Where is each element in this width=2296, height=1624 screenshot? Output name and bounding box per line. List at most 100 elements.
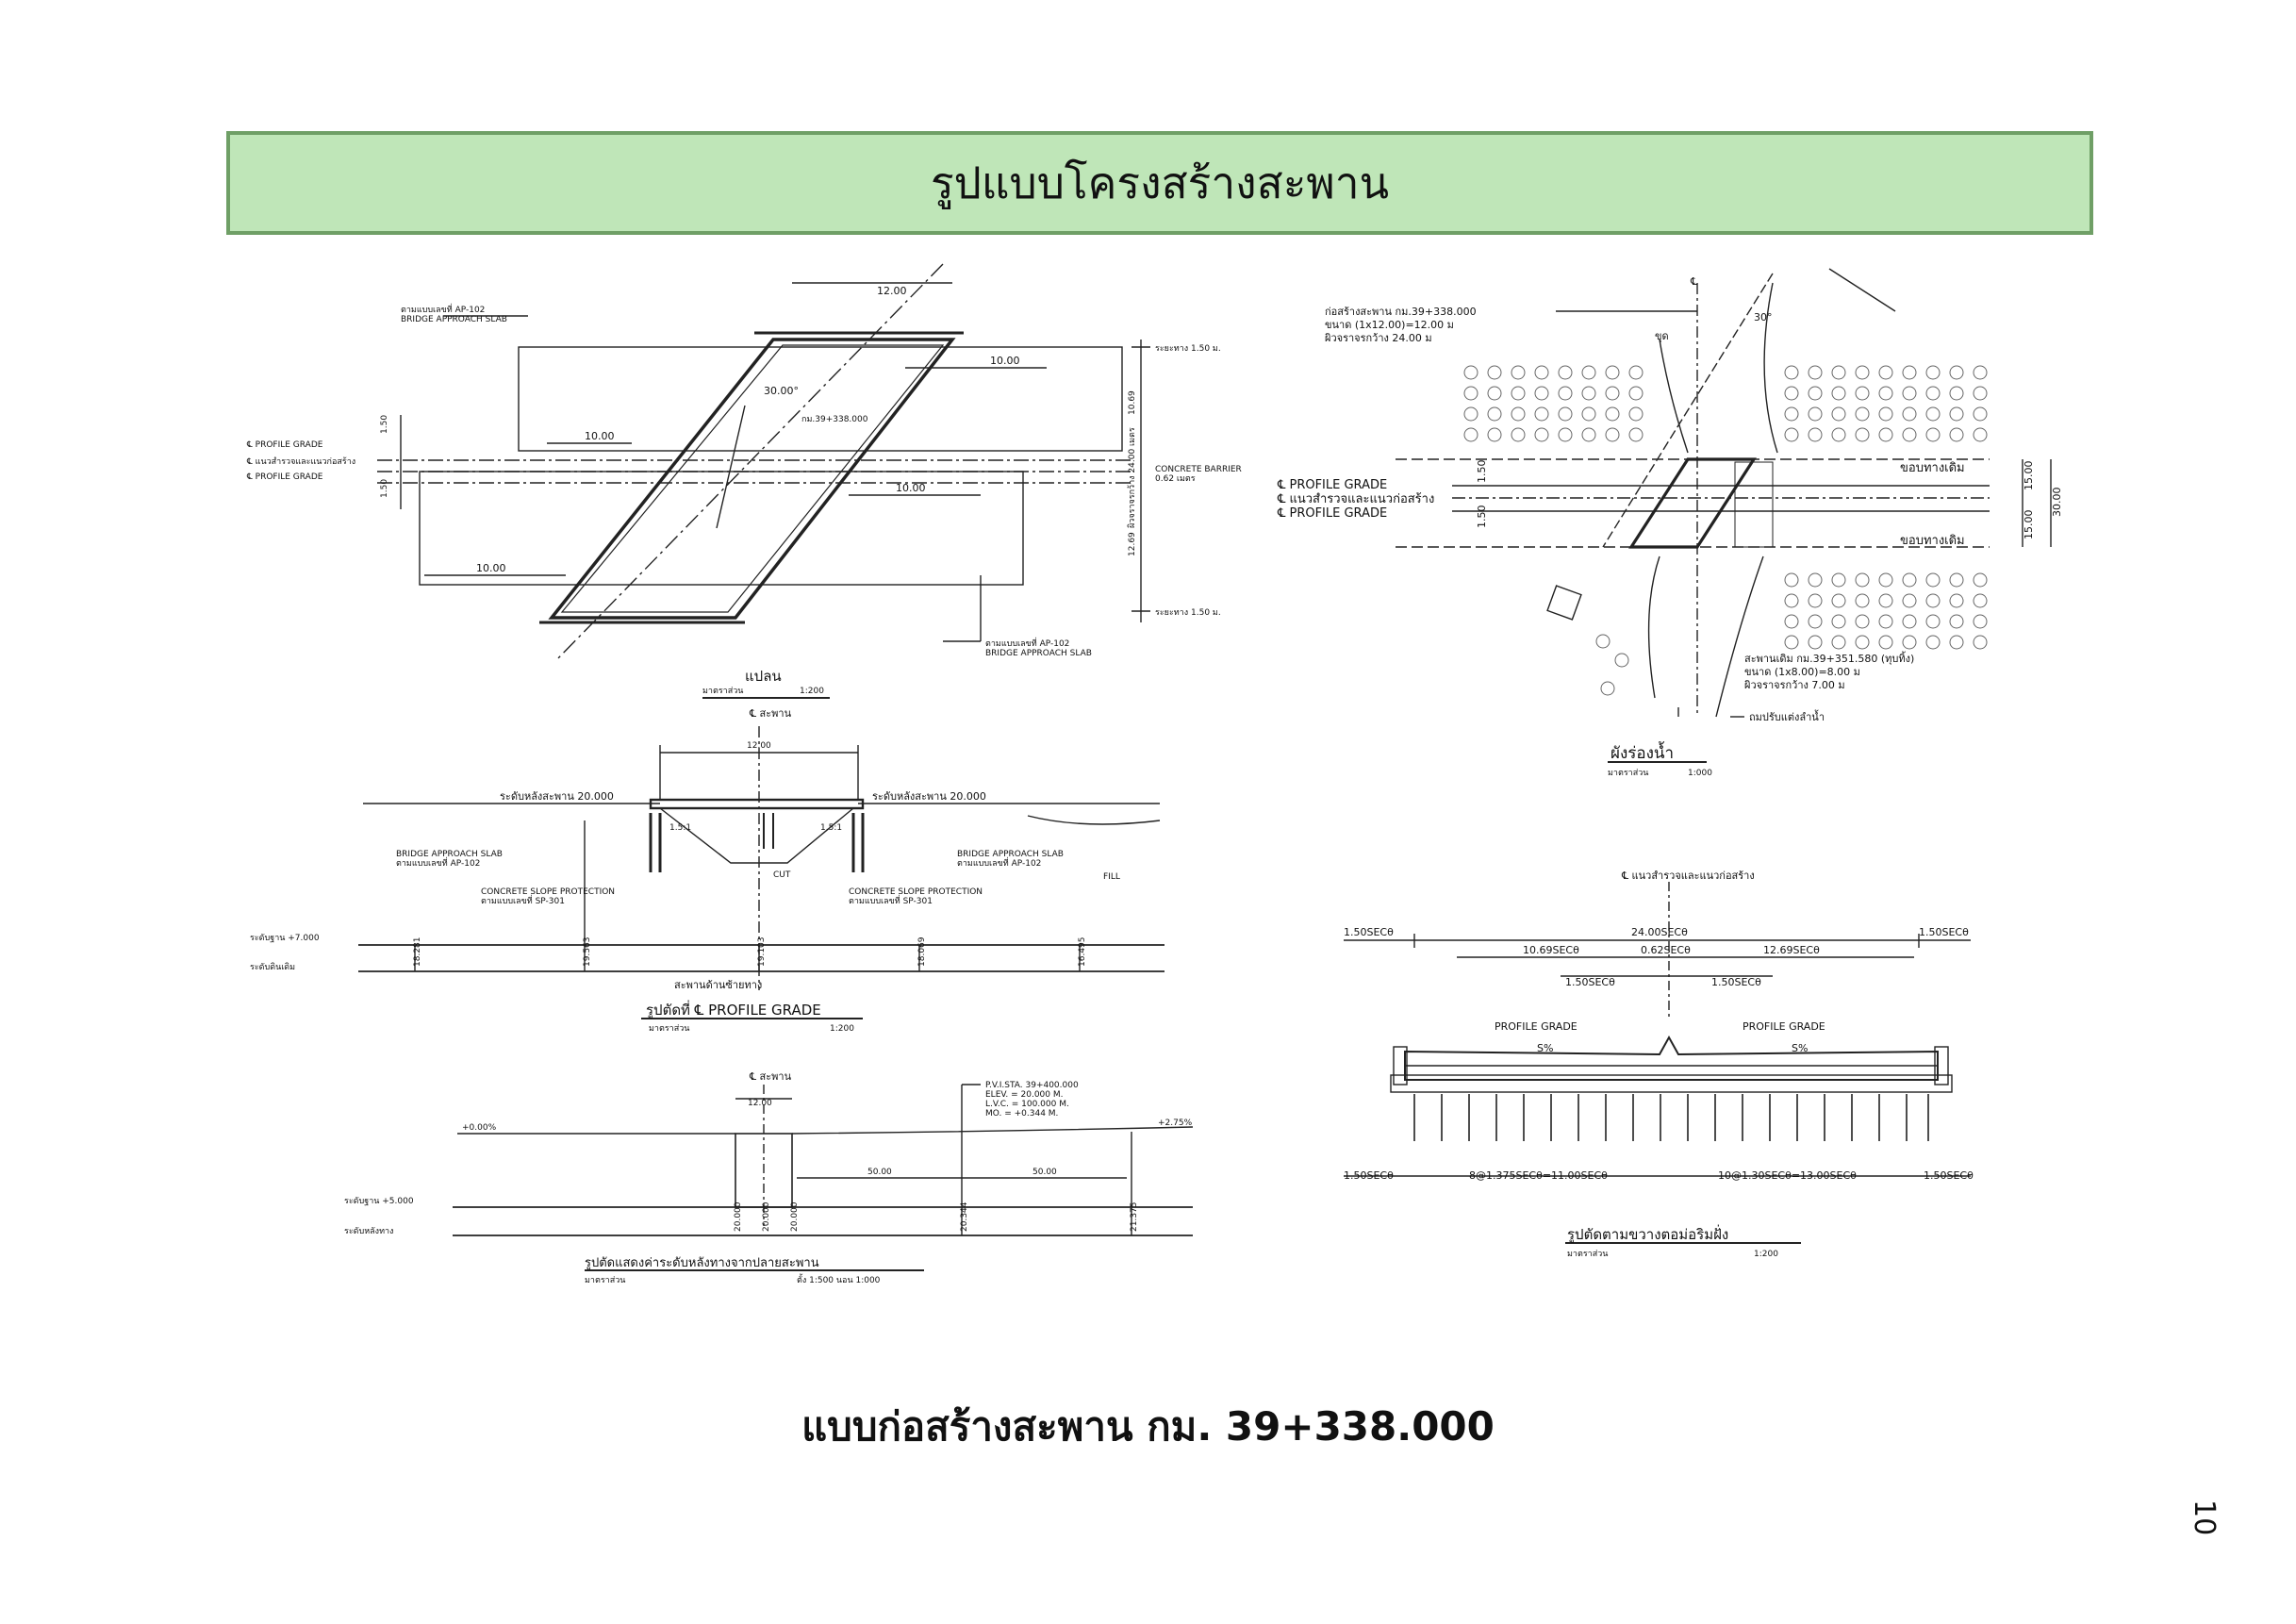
waterway-view bbox=[1396, 268, 2052, 763]
profile-slab-l1: BRIDGE APPROACH SLAB bbox=[396, 850, 503, 859]
plan-title: แปลน bbox=[745, 668, 782, 685]
plan-view bbox=[377, 263, 1150, 699]
profile-elev-3: 19.103 bbox=[757, 937, 767, 968]
plan-left-3: ℄ PROFILE GRADE bbox=[246, 472, 323, 482]
road-elev-4: 20.344 bbox=[960, 1201, 969, 1232]
waterway-dim-150b: 1.50 bbox=[1476, 505, 1488, 529]
waterway-dim-15a: 15.00 bbox=[2023, 461, 2035, 491]
road-scale-label: มาตราส่วน bbox=[585, 1276, 625, 1285]
plan-right-top: ระยะทาง 1.50 ม. bbox=[1155, 344, 1221, 354]
plan-scale-label: มาตราส่วน bbox=[702, 687, 743, 696]
profile-bottom: สะพานด้านซ้ายทาง bbox=[674, 979, 762, 991]
profile-cl: ℄ สะพาน bbox=[749, 707, 792, 720]
profile-view bbox=[358, 726, 1165, 1019]
waterway-edge-bot: ขอบทางเดิม bbox=[1900, 534, 1965, 548]
drawing-caption: แบบก่อสร้างสะพาน กม. 39+338.000 bbox=[801, 1403, 1495, 1450]
plan-dim-10c: 10.00 bbox=[896, 482, 926, 494]
profile-datum: ระดับฐาน +7.000 bbox=[250, 934, 320, 943]
profile-csp-l2: ตามแบบเลขที่ SP-301 bbox=[481, 894, 565, 906]
section-top-l: 1.50SECθ bbox=[1344, 926, 1394, 938]
profile-cut: CUT bbox=[773, 870, 791, 880]
profile-slab-r2: ตามแบบเลขที่ AP-102 bbox=[957, 856, 1041, 869]
road-elev-1: 20.000 bbox=[734, 1201, 743, 1232]
section-labels: ℄ แนวสำรวจและแนวก่อสร้าง 1.50SECθ 24.00S… bbox=[1344, 870, 1974, 1259]
profile-elev-4: 18.069 bbox=[917, 936, 927, 967]
section-mid-m: 0.62SECθ bbox=[1641, 944, 1691, 956]
plan-scale: 1:200 bbox=[800, 687, 824, 696]
plan-dim-1269: 12.69 bbox=[1128, 532, 1137, 556]
plan-barrier-2: 0.62 เมตร bbox=[1155, 474, 1196, 484]
section-bot-m1: 8@1.375SECθ=11.00SECθ bbox=[1469, 1169, 1608, 1182]
plan-dim-150b: 1.50 bbox=[380, 479, 389, 498]
section-cl: ℄ แนวสำรวจและแนวก่อสร้าง bbox=[1621, 870, 1755, 882]
road-span: 12.00 bbox=[748, 1099, 772, 1108]
title-banner: รูปแบบโครงสร้างสะพาน bbox=[226, 131, 2093, 235]
section-in-r: 1.50SECθ bbox=[1711, 976, 1761, 988]
road-scale: ตั้ง 1:500 นอน 1:000 bbox=[797, 1273, 881, 1285]
road-elev-3: 20.000 bbox=[790, 1201, 800, 1232]
plan-dim-10b: 10.00 bbox=[585, 430, 615, 442]
section-view bbox=[1344, 882, 1971, 1244]
road-level: ระดับหลังทาง bbox=[344, 1227, 393, 1236]
section-top-r: 1.50SECθ bbox=[1919, 926, 1969, 938]
section-bot-l: 1.50SECθ bbox=[1344, 1169, 1394, 1182]
plan-ref-bot-2: BRIDGE APPROACH SLAB bbox=[985, 649, 1092, 658]
plan-left-1: ℄ PROFILE GRADE bbox=[246, 440, 323, 450]
waterway-cl: ℄ bbox=[1690, 275, 1697, 288]
road-pvi-4: MO. = +0.344 M. bbox=[985, 1109, 1058, 1119]
waterway-left-1: ℄ PROFILE GRADE bbox=[1277, 478, 1387, 492]
road-grade-left: +0.00% bbox=[462, 1123, 497, 1133]
section-bot-m2: 10@1.30SECθ=13.00SECθ bbox=[1718, 1169, 1857, 1182]
profile-ground: ระดับดินเดิม bbox=[250, 962, 295, 972]
section-top-m: 24.00SECθ bbox=[1631, 926, 1688, 938]
section-pg-l: PROFILE GRADE bbox=[1495, 1020, 1577, 1033]
waterway-angle: 30° bbox=[1754, 311, 1773, 323]
waterway-note-2: ขนาด (1x12.00)=12.00 ม bbox=[1325, 319, 1454, 331]
waterway-old-2: ขนาด (1x8.00)=8.00 ม bbox=[1744, 666, 1860, 678]
profile-scale-label: มาตราส่วน bbox=[649, 1024, 689, 1034]
waterway-left-3: ℄ PROFILE GRADE bbox=[1277, 506, 1387, 521]
section-mid-l: 10.69SECθ bbox=[1523, 944, 1579, 956]
plan-right-bot: ระยะทาง 1.50 ม. bbox=[1155, 608, 1221, 618]
profile-span: 12.00 bbox=[747, 741, 771, 751]
plan-dim-2400: ผิวจราจรกว้าง 24.00 เมตร bbox=[1127, 427, 1137, 528]
section-bot-r: 1.50SECθ bbox=[1924, 1169, 1974, 1182]
profile-csp-r1: CONCRETE SLOPE PROTECTION bbox=[849, 887, 983, 897]
profile-elev-5: 16.495 bbox=[1078, 937, 1087, 968]
profile-scale: 1:200 bbox=[830, 1024, 854, 1034]
road-pvi-3: L.V.C. = 100.000 M. bbox=[985, 1100, 1069, 1109]
waterway-old-3: ผิวจราจรกว้าง 7.00 ม bbox=[1743, 679, 1844, 691]
profile-title: รูปตัดที่ ℄ PROFILE GRADE bbox=[646, 1000, 821, 1019]
profile-slope-2: 1.5:1 bbox=[820, 823, 842, 833]
road-datum: ระดับฐาน +5.000 bbox=[344, 1197, 414, 1206]
waterway-dig: ขุด bbox=[1655, 330, 1669, 342]
plan-dim-12: 12.00 bbox=[877, 285, 907, 297]
waterway-dim-30: 30.00 bbox=[2051, 488, 2063, 518]
plan-angle: 30.00° bbox=[764, 385, 799, 397]
plan-ref-bot-1: ตามแบบเลขที่ AP-102 bbox=[985, 637, 1069, 649]
plan-dim-1069: 10.69 bbox=[1128, 390, 1137, 415]
section-mid-r: 12.69SECθ bbox=[1763, 944, 1820, 956]
waterway-dim-15b: 15.00 bbox=[2023, 510, 2035, 540]
plan-dim-150a: 1.50 bbox=[380, 415, 389, 434]
section-slope-l: S% bbox=[1537, 1042, 1553, 1054]
plan-ref-top-1: ตามแบบเลขที่ AP-102 bbox=[401, 303, 485, 315]
profile-slope-1: 1.5:1 bbox=[669, 823, 691, 833]
section-slope-r: S% bbox=[1792, 1042, 1808, 1054]
waterway-old-1: สะพานเดิม กม.39+351.580 (ทุบทิ้ง) bbox=[1744, 651, 1914, 665]
plan-labels: ตามแบบเลขที่ AP-102 BRIDGE APPROACH SLAB… bbox=[246, 285, 1242, 696]
page-title: รูปแบบโครงสร้างสะพาน bbox=[930, 157, 1390, 208]
page-number: 10 bbox=[2188, 1500, 2221, 1536]
waterway-left-2: ℄ แนวสำรวจและแนวก่อสร้าง bbox=[1277, 492, 1434, 506]
road-pvi-2: ELEV. = 20.000 M. bbox=[985, 1090, 1064, 1100]
profile-slab-r1: BRIDGE APPROACH SLAB bbox=[957, 850, 1064, 859]
waterway-note-3: ผิวจราจรกว้าง 24.00 ม bbox=[1324, 332, 1431, 344]
road-dim-50b: 50.00 bbox=[1032, 1168, 1057, 1177]
road-elev-5: 21.375 bbox=[1130, 1202, 1139, 1233]
profile-csp-r2: ตามแบบเลขที่ SP-301 bbox=[849, 894, 933, 906]
profile-elev-2: 19.563 bbox=[583, 937, 592, 968]
road-elev-2: 20.000 bbox=[762, 1201, 771, 1232]
road-grade-right: +2.75% bbox=[1158, 1119, 1193, 1128]
profile-fill: FILL bbox=[1103, 872, 1120, 882]
